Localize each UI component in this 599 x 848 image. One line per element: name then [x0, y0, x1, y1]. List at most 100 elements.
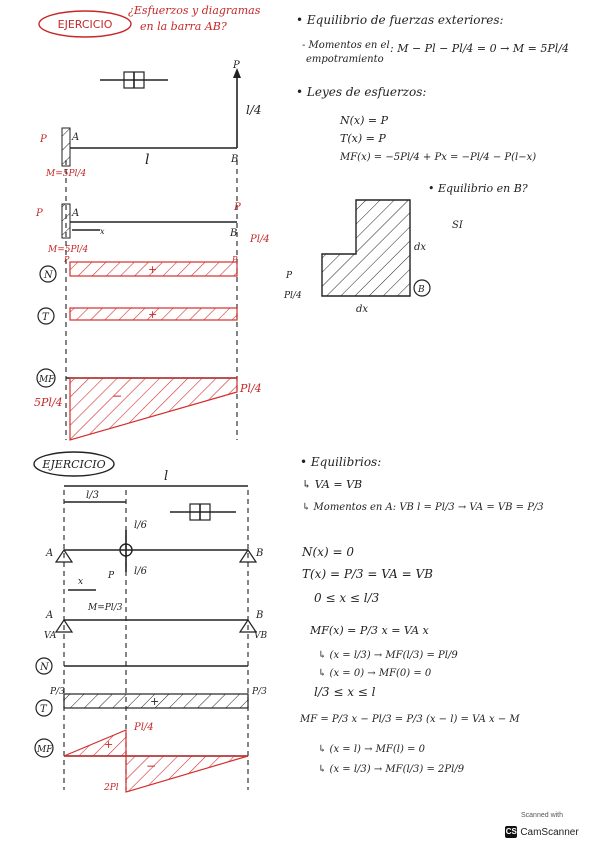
- element-sketch: B dx dx P Pl/4: [283, 199, 431, 315]
- svg-text:SI: SI: [452, 220, 464, 231]
- svg-text:P: P: [285, 271, 293, 281]
- svg-text:↳ Momentos en A: VB l = Pl/3 →: ↳ Momentos en A: VB l = Pl/3 → VA = VB =…: [302, 502, 544, 513]
- ex2-free-body: x A B P M=Pl/3 VA VB: [44, 571, 267, 641]
- svg-text:+: +: [104, 738, 113, 751]
- svg-text:N(x) = P: N(x) = P: [339, 114, 389, 127]
- camscanner-logo: CS CamScanner: [505, 826, 579, 838]
- ex1-free-body: A B x P M=5Pl/4 Pl/4 P: [35, 202, 270, 255]
- ex1-label-B: B: [230, 154, 238, 165]
- sign-convention-icon: [100, 71, 168, 89]
- svg-text:+: +: [148, 308, 157, 321]
- svg-text:Pl/4: Pl/4: [239, 382, 262, 395]
- svg-text:MF: MF: [36, 745, 53, 755]
- ex1-beam: A B P l/4 l P M=5Pl/4: [39, 60, 262, 179]
- svg-text:+: +: [150, 695, 159, 708]
- svg-text:↳ (x = 0) → MF(0) = 0: ↳ (x = 0) → MF(0) = 0: [318, 668, 432, 679]
- ex2-diagram-N: N: [35, 657, 248, 675]
- ex1-equations: • Equilibrio de fuerzas exteriores: - Mo…: [296, 13, 569, 231]
- svg-text:−: −: [146, 759, 156, 773]
- svg-text:M=Pl/3: M=Pl/3: [87, 603, 123, 613]
- svg-text:MF: MF: [38, 375, 55, 385]
- svg-text:A: A: [45, 610, 53, 621]
- ex1-question-1: ¿Esfuerzos y diagramas: [128, 4, 261, 17]
- svg-text:empotramiento: empotramiento: [306, 54, 384, 65]
- svg-text:• Equilibrios:: • Equilibrios:: [300, 455, 381, 469]
- svg-text:0 ≤ x ≤ l/3: 0 ≤ x ≤ l/3: [314, 591, 380, 605]
- svg-text:l/3: l/3: [86, 490, 99, 501]
- svg-text:P: P: [63, 255, 70, 264]
- svg-text:VA: VA: [44, 631, 57, 641]
- svg-text:Pl/4: Pl/4: [283, 291, 302, 301]
- ex2-diagram-T: T + P/3 P/3: [35, 687, 267, 717]
- svg-text:P: P: [233, 202, 241, 213]
- svg-text:l/3 ≤ x ≤ l: l/3 ≤ x ≤ l: [314, 685, 376, 699]
- svg-text:• Equilibrio en B?: • Equilibrio en B?: [428, 182, 528, 195]
- svg-text:T(x) = P: T(x) = P: [340, 132, 386, 145]
- svg-text:MF = P/3 x − Pl/3 = P/3 (x − l: MF = P/3 x − Pl/3 = P/3 (x − l) = VA x −…: [299, 714, 520, 725]
- svg-text:x: x: [100, 227, 105, 236]
- svg-text:dx: dx: [356, 304, 368, 315]
- svg-text:B: B: [229, 228, 237, 239]
- ex1-title: EJERCICIO: [58, 18, 113, 31]
- ex1-header: EJERCICIO ¿Esfuerzos y diagramas en la b…: [38, 4, 261, 38]
- svg-text:MF(x) = P/3 x = VA x: MF(x) = P/3 x = VA x: [309, 624, 430, 637]
- svg-text:P: P: [35, 208, 43, 219]
- svg-text:x: x: [78, 577, 83, 587]
- svg-text:l/6: l/6: [134, 520, 148, 531]
- ex2-diagram-MF: MF + − Pl/4 2Pl: [34, 722, 249, 793]
- svg-text:+: +: [148, 263, 157, 276]
- ex1-question-2: en la barra AB?: [140, 20, 227, 33]
- svg-text:P/3: P/3: [49, 687, 65, 697]
- svg-text:P: P: [107, 571, 115, 581]
- svg-text:l: l: [164, 469, 168, 484]
- ex2-title: EJERCICIO: [41, 458, 105, 471]
- svg-text:N: N: [43, 270, 54, 281]
- svg-text:−: −: [112, 389, 122, 403]
- svg-text:T: T: [40, 704, 48, 715]
- svg-text:VB: VB: [254, 631, 267, 641]
- svg-text:: M − Pl − Pl/4 = 0 → M = 5Pl/: : M − Pl − Pl/4 = 0 → M = 5Pl/4: [390, 42, 569, 55]
- svg-text:5Pl/4: 5Pl/4: [34, 396, 63, 409]
- svg-text:T(x) = P/3 = VA = VB: T(x) = P/3 = VA = VB: [302, 567, 433, 581]
- scanned-with-text: Scanned with: [520, 812, 564, 819]
- svg-text:P/3: P/3: [251, 687, 267, 697]
- svg-text:• Equilibrio de fuerzas exteri: • Equilibrio de fuerzas exteriores:: [296, 13, 504, 27]
- svg-text:B: B: [417, 285, 425, 295]
- ex2-equations: • Equilibrios: ↳ VA = VB ↳ Momentos en A…: [299, 455, 544, 775]
- svg-text:l/6: l/6: [134, 566, 148, 577]
- svg-text:↳ (x = l/3) → MF(l/3) = 2Pl/9: ↳ (x = l/3) → MF(l/3) = 2Pl/9: [318, 764, 465, 775]
- svg-text:T: T: [42, 312, 50, 323]
- svg-text:N: N: [39, 662, 50, 673]
- svg-text:N(x) = 0: N(x) = 0: [301, 545, 354, 559]
- ex2-beam: A B: [45, 530, 263, 572]
- svg-text:- Momentos en el: - Momentos en el: [302, 40, 390, 51]
- camscanner-icon: CS: [505, 826, 518, 838]
- svg-text:↳ (x = l/3) → MF(l/3) = Pl/9: ↳ (x = l/3) → MF(l/3) = Pl/9: [318, 650, 458, 661]
- sign-convention-icon-2: [170, 503, 236, 521]
- ex1-load-P: P: [232, 60, 240, 71]
- svg-text:MF(x) = −5Pl/4 + Px = −Pl/4 −: MF(x) = −5Pl/4 + Px = −Pl/4 − P(l−x): [339, 152, 536, 163]
- svg-text:dx: dx: [414, 242, 426, 253]
- ex1-reaction-P: P: [39, 134, 47, 145]
- svg-text:2Pl: 2Pl: [103, 783, 119, 793]
- ex1-label-l: l: [145, 152, 149, 168]
- svg-text:• Leyes de esfuerzos:: • Leyes de esfuerzos:: [296, 85, 426, 99]
- camscanner-badge: Scanned with CS CamScanner: [499, 812, 585, 838]
- svg-text:↳ (x = l) → MF(l) = 0: ↳ (x = l) → MF(l) = 0: [318, 744, 426, 755]
- svg-text:A: A: [71, 208, 79, 219]
- ex1-label-A: A: [71, 132, 79, 143]
- svg-text:Pl/4: Pl/4: [249, 234, 270, 245]
- svg-text:P: P: [231, 255, 238, 264]
- svg-text:M=5Pl/4: M=5Pl/4: [47, 245, 88, 255]
- svg-text:B: B: [255, 548, 263, 559]
- ex1-diagram-T: T +: [37, 307, 238, 325]
- ex1-label-l4: l/4: [246, 103, 262, 117]
- svg-text:B: B: [255, 610, 263, 621]
- svg-text:↳ VA = VB: ↳ VA = VB: [302, 478, 362, 491]
- ex2-header: EJERCICIO: [33, 451, 115, 477]
- ex1-diagram-MF: MF − 5Pl/4 Pl/4: [34, 368, 262, 441]
- svg-text:A: A: [45, 548, 53, 559]
- camscanner-brand: CamScanner: [520, 826, 579, 838]
- ex1-diagram-N: N + P P: [39, 255, 238, 283]
